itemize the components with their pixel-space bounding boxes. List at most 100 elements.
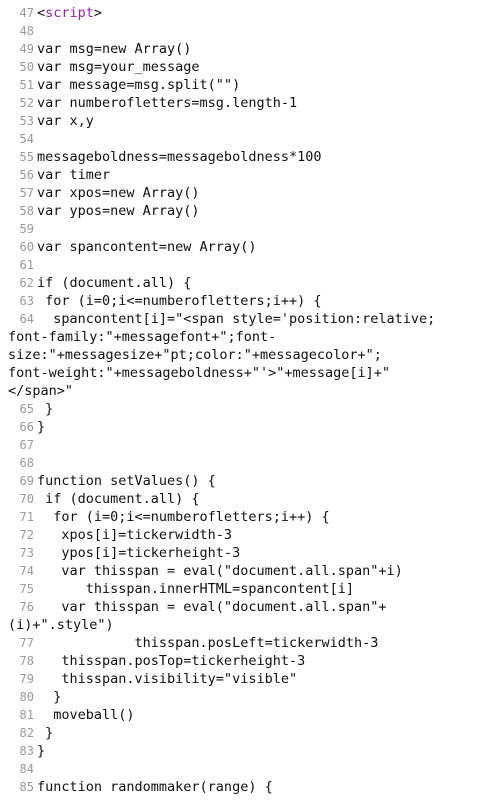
code-line: 83} bbox=[0, 742, 480, 760]
code-line: 65 } bbox=[0, 400, 480, 418]
code-line: 84 bbox=[0, 760, 480, 778]
line-number: 59 bbox=[19, 222, 34, 236]
code-text bbox=[37, 436, 480, 454]
code-text: <script> bbox=[37, 5, 103, 21]
code-line: 78 thisspan.posTop=tickerheight-3 bbox=[0, 652, 480, 670]
code-text: (i)+".style") bbox=[8, 617, 114, 633]
code-text: var msg=your_message bbox=[37, 59, 200, 75]
code-text: var thisspan = eval("document.all.span"+ bbox=[37, 599, 387, 615]
code-text: if (document.all) { bbox=[37, 491, 200, 507]
code-text: var x,y bbox=[37, 113, 94, 129]
line-number: 54 bbox=[19, 132, 34, 146]
code-line: 77 thisspan.posLeft=tickerwidth-3 bbox=[0, 634, 480, 652]
code-text: function setValues() { bbox=[37, 473, 216, 489]
code-text: } bbox=[37, 419, 46, 435]
code-line: 61 bbox=[0, 256, 480, 274]
line-number: 80 bbox=[19, 690, 34, 704]
line-number: 78 bbox=[19, 654, 34, 668]
code-text: thisspan.visibility="visible" bbox=[37, 671, 298, 687]
code-line: 81 moveball() bbox=[0, 706, 480, 724]
line-number: 75 bbox=[19, 582, 34, 596]
code-line: 48 bbox=[0, 22, 480, 40]
code-text: xpos[i]=tickerwidth-3 bbox=[37, 527, 233, 543]
line-number: 55 bbox=[19, 150, 34, 164]
script-tag-keyword: script bbox=[45, 5, 94, 21]
code-text: size:"+messagesize+"pt;color:"+messageco… bbox=[8, 347, 382, 363]
code-text: } bbox=[37, 401, 54, 417]
code-text: var msg=new Array() bbox=[37, 41, 192, 57]
line-number: 65 bbox=[19, 402, 34, 416]
code-text: font-family:"+messagefont+";font- bbox=[8, 329, 277, 345]
code-line: 75 thisspan.innerHTML=spancontent[i] bbox=[0, 580, 480, 598]
code-text: } bbox=[37, 689, 62, 705]
code-text: var message=msg.split("") bbox=[37, 77, 241, 93]
code-text: var spancontent=new Array() bbox=[37, 239, 257, 255]
code-text: function randommaker(range) { bbox=[37, 779, 273, 795]
line-number: 68 bbox=[19, 456, 34, 470]
line-number: 48 bbox=[19, 24, 34, 38]
code-line-wrapped: </span>" bbox=[0, 382, 480, 400]
code-text: var thisspan = eval("document.all.span"+… bbox=[37, 563, 403, 579]
line-number: 62 bbox=[19, 276, 34, 290]
line-number: 49 bbox=[19, 42, 34, 56]
code-text: spancontent[i]="<span style='position:re… bbox=[37, 311, 436, 327]
line-number: 66 bbox=[19, 420, 34, 434]
code-line: 79 thisspan.visibility="visible" bbox=[0, 670, 480, 688]
code-line: 74 var thisspan = eval("document.all.spa… bbox=[0, 562, 480, 580]
line-number: 61 bbox=[19, 258, 34, 272]
code-text: font-weight:"+messageboldness+"'>"+messa… bbox=[8, 365, 391, 381]
code-line: 59 bbox=[0, 220, 480, 238]
code-line: 73 ypos[i]=tickerheight-3 bbox=[0, 544, 480, 562]
line-number: 67 bbox=[19, 438, 34, 452]
code-line: 63 for (i=0;i<=numberofletters;i++) { bbox=[0, 292, 480, 310]
code-text bbox=[37, 22, 480, 40]
code-text: </span>" bbox=[8, 383, 74, 399]
line-number: 69 bbox=[19, 474, 34, 488]
code-text: var xpos=new Array() bbox=[37, 185, 200, 201]
code-text: messageboldness=messageboldness*100 bbox=[37, 149, 322, 165]
line-number: 64 bbox=[19, 312, 34, 326]
code-text: moveball() bbox=[37, 707, 135, 723]
code-text bbox=[37, 256, 480, 274]
code-text: var timer bbox=[37, 167, 111, 183]
line-number: 50 bbox=[19, 60, 34, 74]
line-number: 77 bbox=[19, 636, 34, 650]
code-text: for (i=0;i<=numberofletters;i++) { bbox=[37, 293, 322, 309]
code-text: ypos[i]=tickerheight-3 bbox=[37, 545, 241, 561]
line-number: 60 bbox=[19, 240, 34, 254]
line-number: 57 bbox=[19, 186, 34, 200]
code-line-wrapped: (i)+".style") bbox=[0, 616, 480, 634]
line-number: 85 bbox=[19, 780, 34, 794]
code-line: 67 bbox=[0, 436, 480, 454]
code-text: } bbox=[37, 725, 54, 741]
line-number: 82 bbox=[19, 726, 34, 740]
line-number: 70 bbox=[19, 492, 34, 506]
line-number: 53 bbox=[19, 114, 34, 128]
code-text: thisspan.posTop=tickerheight-3 bbox=[37, 653, 306, 669]
line-number: 58 bbox=[19, 204, 34, 218]
line-number: 72 bbox=[19, 528, 34, 542]
code-line-wrapped: size:"+messagesize+"pt;color:"+messageco… bbox=[0, 346, 480, 364]
line-number: 51 bbox=[19, 78, 34, 92]
line-number: 47 bbox=[19, 6, 34, 20]
code-line: 70 if (document.all) { bbox=[0, 490, 480, 508]
code-line: 82 } bbox=[0, 724, 480, 742]
code-line-wrapped: font-weight:"+messageboldness+"'>"+messa… bbox=[0, 364, 480, 382]
line-number: 63 bbox=[19, 294, 34, 308]
code-text: thisspan.posLeft=tickerwidth-3 bbox=[37, 635, 379, 651]
code-text bbox=[37, 454, 480, 472]
